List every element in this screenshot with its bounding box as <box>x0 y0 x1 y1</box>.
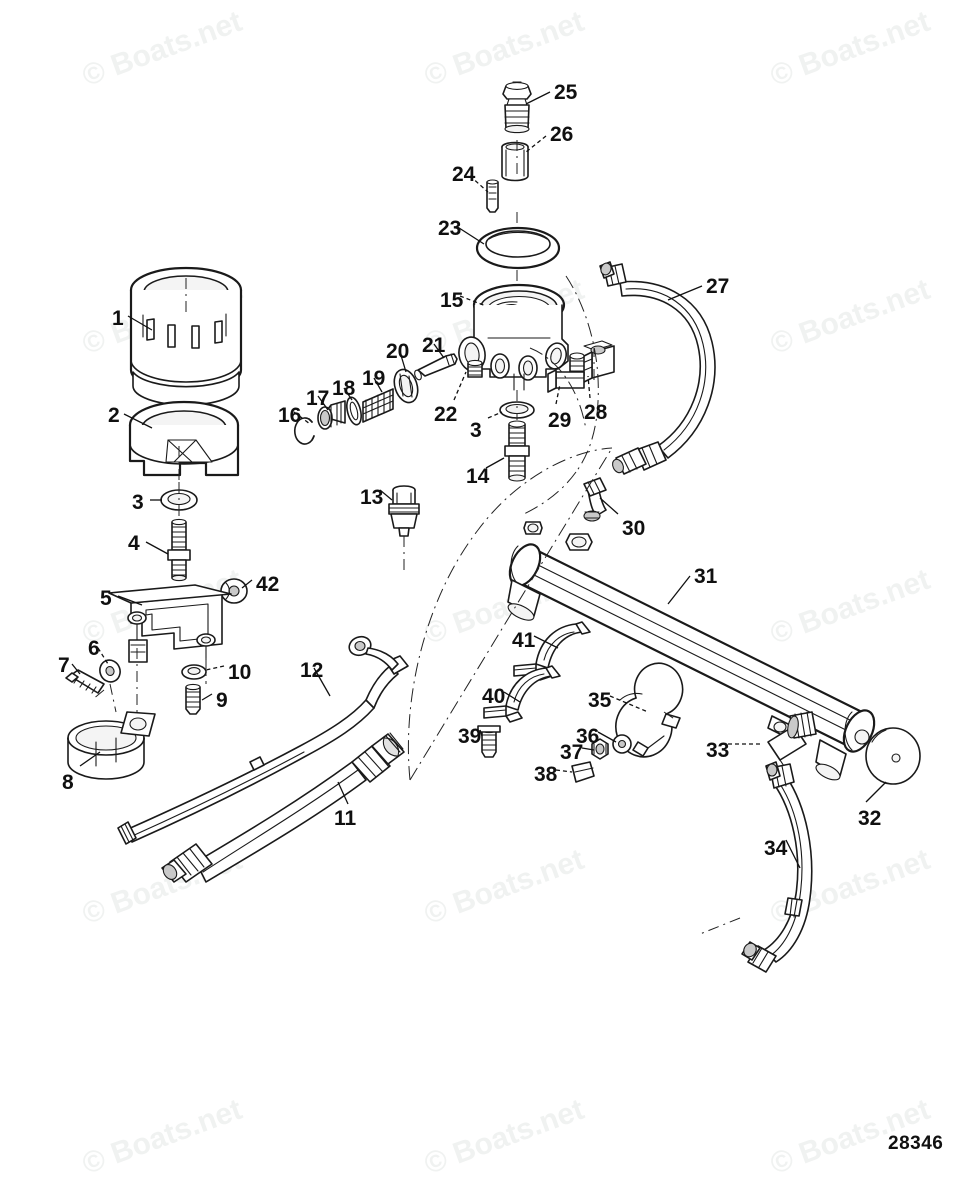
callout-36: 36 <box>576 725 600 748</box>
part-2-filter-adapter-base <box>128 400 240 477</box>
callout-39: 39 <box>458 725 482 748</box>
part-23-housing-o-ring <box>475 226 561 270</box>
part-10-washer <box>181 664 207 680</box>
part-22-plug <box>467 359 483 378</box>
callout-27: 27 <box>706 275 730 298</box>
part-25-relief-fitting <box>502 81 532 134</box>
part-1-oil-filter-canister <box>129 266 243 406</box>
callout-9: 9 <box>216 689 228 712</box>
callout-3a: 3 <box>132 491 144 514</box>
callout-5: 5 <box>100 587 112 610</box>
callout-19: 19 <box>362 367 386 390</box>
callout-8: 8 <box>62 771 74 794</box>
part-26-sleeve <box>501 141 529 182</box>
callout-14: 14 <box>466 465 490 488</box>
callout-16: 16 <box>278 404 302 427</box>
callout-26: 26 <box>550 123 574 146</box>
callout-34: 34 <box>764 837 788 860</box>
callout-11: 11 <box>334 807 357 830</box>
callout-12: 12 <box>300 659 324 682</box>
callout-23: 23 <box>438 217 462 240</box>
part-19-relief-spring <box>362 388 394 423</box>
part-4-stud-bolt <box>167 518 191 582</box>
part-30-hose-elbow <box>583 477 607 522</box>
callout-41: 41 <box>512 629 536 652</box>
callout-2: 2 <box>108 404 120 427</box>
diagram-number: 28346 <box>888 1133 944 1154</box>
callout-4: 4 <box>128 532 140 555</box>
callout-32: 32 <box>858 807 882 830</box>
callout-3b: 3 <box>470 419 482 442</box>
part-21-valve-stem <box>414 353 458 381</box>
callout-37: 37 <box>560 741 584 764</box>
part-17-relief-valve-plunger <box>317 400 346 430</box>
callout-18: 18 <box>332 377 356 400</box>
callout-13: 13 <box>360 486 384 509</box>
part-15-oil-cooler-housing <box>458 283 569 391</box>
callout-22: 22 <box>434 403 458 426</box>
part-9-bolt <box>185 683 201 715</box>
part-37-nut <box>591 738 609 760</box>
callout-7: 7 <box>58 654 70 677</box>
part-36-washer-small <box>612 734 632 754</box>
callout-17: 17 <box>306 387 330 410</box>
callout-31: 31 <box>694 565 718 588</box>
part-14-fitting-stud <box>504 420 530 482</box>
callout-24: 24 <box>452 163 476 186</box>
part-7-screw <box>65 669 105 694</box>
part-35-hose-clamp <box>615 662 684 758</box>
part-27-upper-hose <box>599 261 716 475</box>
part-11-oil-hose-long <box>161 732 405 883</box>
callout-10: 10 <box>228 661 252 684</box>
part-33-elbow-connector <box>767 711 817 767</box>
callout-6: 6 <box>88 637 100 660</box>
part-39-mounting-bolt <box>477 725 501 758</box>
callout-15: 15 <box>440 289 464 312</box>
part-24-dowel-pin <box>486 179 499 213</box>
part-38-spacer-block <box>571 761 595 783</box>
part-5-mounting-bracket <box>108 584 232 663</box>
callout-33: 33 <box>706 739 730 762</box>
callout-25: 25 <box>554 81 578 104</box>
callout-38: 38 <box>534 763 558 786</box>
callout-1: 1 <box>112 307 124 330</box>
callout-42: 42 <box>256 573 280 596</box>
part-12-oil-tube <box>117 635 409 845</box>
construction-lines <box>91 140 741 935</box>
callout-21: 21 <box>422 334 446 357</box>
part-6-flat-washer <box>99 659 121 683</box>
part-16-retaining-clip <box>294 417 315 445</box>
callout-30: 30 <box>622 517 646 540</box>
part-20-valve-seat-washer <box>393 368 419 404</box>
callout-35: 35 <box>588 689 612 712</box>
part-29-elbow-fitting <box>547 352 585 393</box>
part-18-o-ring <box>346 396 362 426</box>
callout-28: 28 <box>584 401 608 424</box>
part-34-lower-hose <box>741 761 813 973</box>
part-13-oil-pressure-sensor <box>388 485 420 537</box>
part-32-end-cap-plate <box>865 727 921 785</box>
callout-20: 20 <box>386 340 410 363</box>
part-40-lower-cooler-strap <box>483 665 561 723</box>
callout-40: 40 <box>482 685 506 708</box>
callout-29: 29 <box>548 409 572 432</box>
part-8-clamp-band <box>67 711 156 780</box>
part-31-oil-cooler-tube <box>507 521 876 781</box>
leader-lines <box>71 91 887 869</box>
